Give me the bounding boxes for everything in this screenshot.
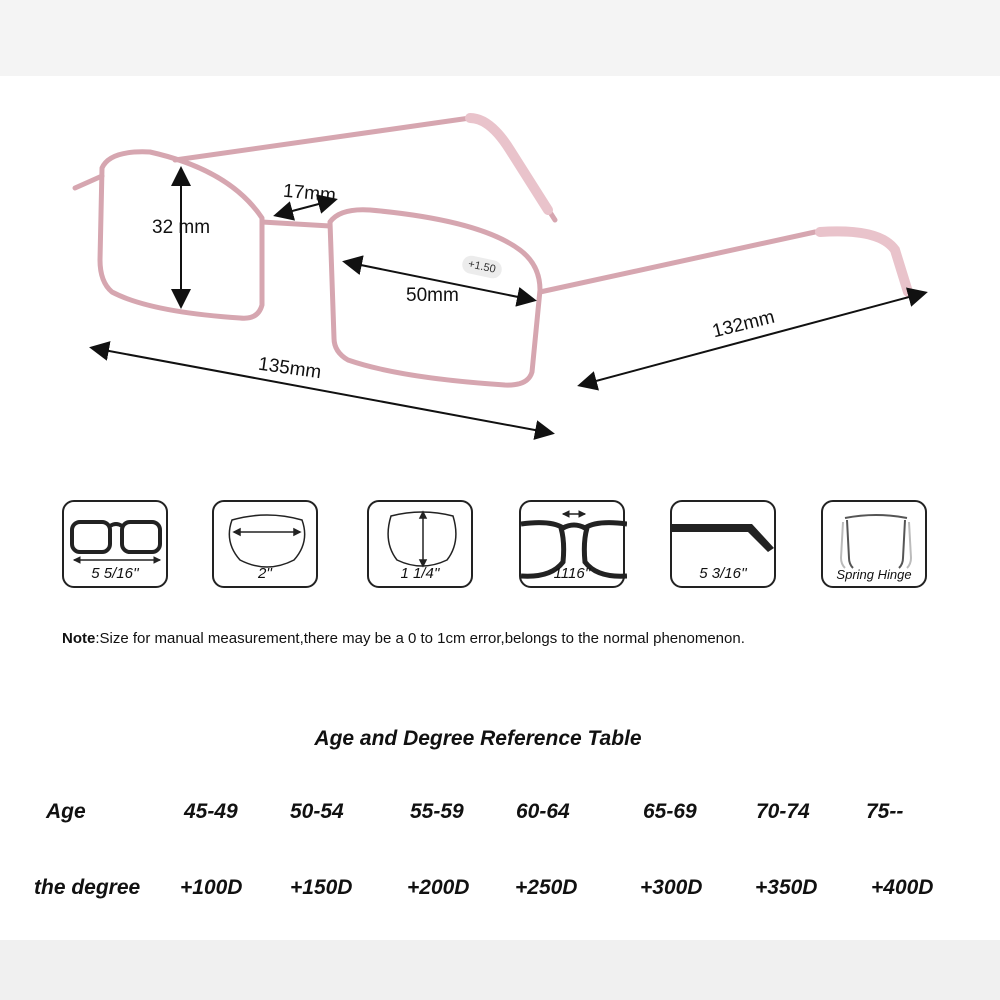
degree-cell: +200D [407, 876, 470, 899]
left-lens-rim [97, 149, 265, 321]
age-cell: 65-69 [643, 800, 697, 823]
lens-width-icon: 2'' [212, 500, 318, 588]
age-cell: 60-64 [516, 800, 570, 823]
degree-row-label: the degree [34, 876, 141, 899]
bridge-label: 17mm [282, 180, 337, 207]
lens-height-icon: 1 1/4'' [367, 500, 473, 588]
age-cell: 45-49 [184, 800, 238, 823]
age-row-label: Age [46, 800, 86, 823]
bridge [259, 219, 333, 229]
bottom-band [0, 940, 1000, 1000]
top-band [0, 0, 1000, 76]
lens-width-label: 50mm [406, 285, 459, 306]
degree-cell: +400D [871, 876, 934, 899]
right-temple [537, 228, 911, 295]
temple-length-arrow [577, 287, 928, 391]
degree-cell: +100D [180, 876, 243, 899]
lens-width-arrow [342, 255, 537, 307]
frame-width-arrow [89, 341, 555, 440]
age-cell: 70-74 [756, 800, 810, 823]
spring-hinge-icon: Spring Hinge [821, 500, 927, 588]
temple-length-icon: 5 3/16'' [670, 500, 776, 588]
glasses-illustration [72, 113, 928, 440]
bridge-width-icon: 1116'' [519, 500, 627, 588]
age-cell: 55-59 [410, 800, 464, 823]
degree-cell: +350D [755, 876, 818, 899]
degree-cell: +150D [290, 876, 353, 899]
degree-cell: +300D [640, 876, 703, 899]
left-temple-stub [72, 173, 105, 191]
age-cell: 50-54 [290, 800, 344, 823]
degree-cell: +250D [515, 876, 578, 899]
lens-height-label: 32 mm [152, 217, 211, 238]
age-cell: 75-- [866, 800, 904, 823]
frame-width-icon: 5 5/16'' [62, 500, 168, 588]
measurement-note: Note:Size for manual measurement,there m… [62, 630, 745, 647]
bridge-arrow [273, 194, 338, 221]
table-title: Age and Degree Reference Table [314, 727, 642, 750]
